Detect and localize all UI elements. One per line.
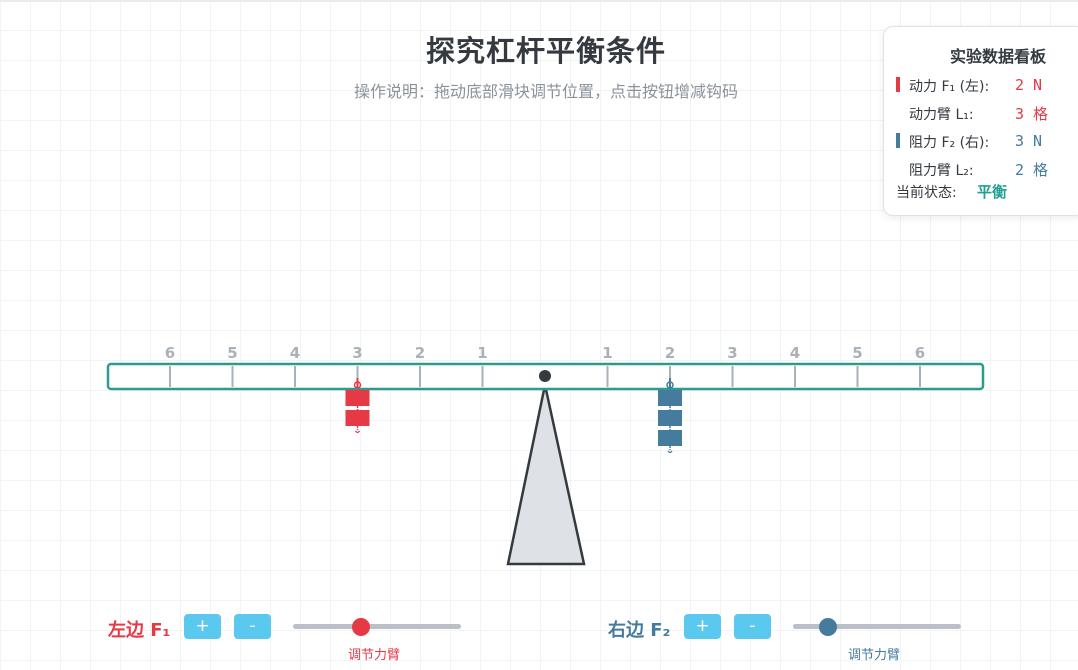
- left-tick-label-1: 1: [477, 344, 487, 362]
- l2-value: 2 格: [1015, 161, 1049, 179]
- left-arm-slider-track[interactable]: [293, 624, 461, 629]
- f1-value: 2 N: [1015, 76, 1043, 94]
- left-tick-label-2: 2: [415, 344, 425, 362]
- status-value: 平衡: [977, 183, 1008, 201]
- right-tick-label-4: 4: [790, 344, 800, 362]
- l1-value: 3 格: [1015, 105, 1049, 123]
- left-weight-stack: [345, 378, 370, 434]
- l1-label: 动力臂 L₁:: [909, 107, 974, 123]
- f1-color-bar: [896, 77, 900, 92]
- left-tick-label-4: 4: [290, 344, 300, 362]
- left-weight-block: [345, 390, 370, 406]
- left-hook-ring: [353, 381, 362, 389]
- right-tick-label-2: 2: [665, 344, 675, 362]
- left-weight-block: [345, 410, 370, 426]
- right-remove-weight-button[interactable]: -: [734, 614, 771, 639]
- left-slider-label: 调节力臂: [348, 648, 401, 663]
- right-weight-hook-end: [667, 450, 673, 454]
- right-slider-label: 调节力臂: [848, 648, 901, 663]
- right-arm-slider-thumb[interactable]: [819, 618, 837, 636]
- right-hook-ring: [666, 381, 674, 389]
- left-weight-hook-end: [354, 430, 361, 434]
- left-remove-weight-button[interactable]: -: [234, 614, 271, 639]
- left-add-weight-button[interactable]: +: [184, 614, 221, 639]
- fulcrum-stand: [506, 384, 586, 566]
- status-label: 当前状态:: [896, 185, 957, 201]
- f1-label: 动力 F₁ (左):: [909, 79, 990, 95]
- f2-label: 阻力 F₂ (右):: [909, 135, 990, 151]
- f2-color-bar: [896, 133, 900, 148]
- l2-label: 阻力臂 L₂:: [909, 163, 974, 179]
- panel-title: 实验数据看板: [950, 47, 1047, 66]
- beam-tick-labels: 6 5 4 3 2 1 1 2 3 4 5 6: [165, 344, 925, 362]
- right-tick-label-1: 1: [602, 344, 612, 362]
- right-weight-block: [658, 390, 682, 406]
- right-tick-label-6: 6: [915, 344, 925, 362]
- right-add-weight-button[interactable]: +: [684, 614, 721, 639]
- page-title: 探究杠杆平衡条件: [425, 34, 666, 68]
- right-weight-stack: [658, 378, 682, 454]
- right-weight-block: [658, 430, 682, 446]
- left-tick-label-5: 5: [227, 344, 237, 362]
- left-control-label: 左边 F₁: [108, 620, 171, 641]
- right-tick-label-5: 5: [852, 344, 862, 362]
- right-control-label: 右边 F₂: [608, 620, 671, 641]
- right-arm-slider-track[interactable]: [793, 624, 961, 629]
- right-tick-label-3: 3: [727, 344, 737, 362]
- left-tick-label-6: 6: [165, 344, 175, 362]
- instructions-text: 操作说明：拖动底部滑块调节位置，点击按钮增减钩码: [353, 82, 738, 101]
- right-weight-block: [658, 410, 682, 426]
- pivot-point: [539, 370, 551, 382]
- left-tick-label-3: 3: [352, 344, 362, 362]
- data-panel: 实验数据看板 动力 F₁ (左): 2 N 动力臂 L₁: 3 格 阻力 F₂ …: [883, 26, 1078, 216]
- f2-value: 3 N: [1015, 132, 1043, 150]
- top-border: [0, 0, 1078, 2]
- left-arm-slider-thumb[interactable]: [352, 618, 370, 636]
